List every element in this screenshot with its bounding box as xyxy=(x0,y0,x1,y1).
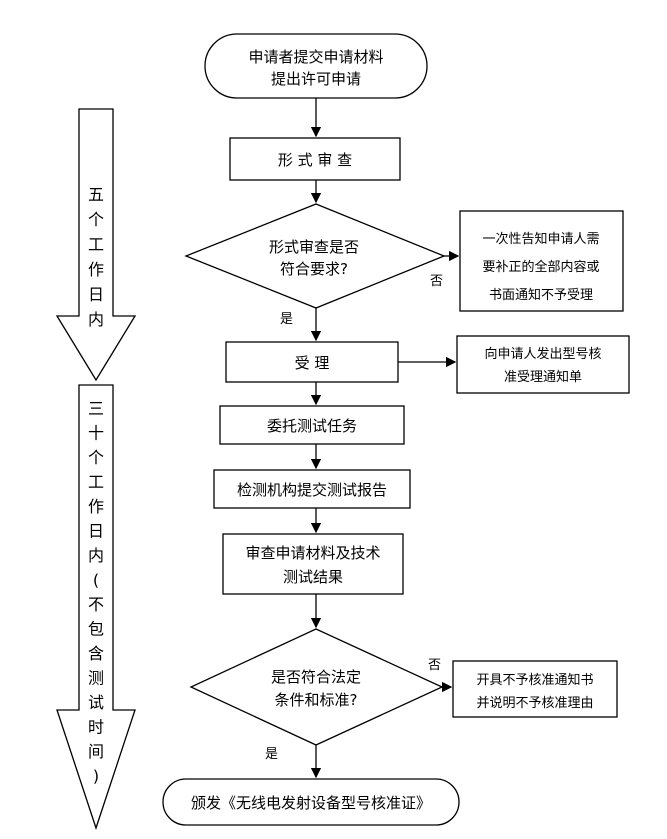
start-line-2: 提出许可申请 xyxy=(271,70,361,88)
timeline-char: 试 xyxy=(88,693,104,712)
accept-label: 受 理 xyxy=(295,354,330,372)
yes-label-1: 是 xyxy=(280,312,293,327)
timeline-phase1-arrow xyxy=(55,108,137,382)
timeline-char: 工 xyxy=(88,473,104,492)
timeline-char: 内 xyxy=(88,310,104,329)
delegate-box xyxy=(219,405,405,445)
timeline-char: 个 xyxy=(88,210,104,229)
decision-2-line-1: 是否符合法定 xyxy=(271,668,361,686)
timeline-char: 不 xyxy=(88,595,104,614)
timeline-char: 测 xyxy=(88,669,104,688)
notice-line-2: 要补正的全部内容或 xyxy=(482,259,599,275)
timeline-char: 三 xyxy=(88,399,104,418)
notice-box xyxy=(459,210,624,312)
decision-1-line-1: 形式审查是否 xyxy=(269,238,359,256)
notice-line-1: 一次性告知申请人需 xyxy=(482,231,599,247)
timeline-char: ) xyxy=(93,767,99,786)
timeline-char: 日 xyxy=(88,522,104,541)
report-box xyxy=(213,469,411,509)
no-label-1: 否 xyxy=(430,274,443,289)
review-line-1: 审查申请材料及技术 xyxy=(245,544,380,562)
accept-notice-box xyxy=(456,335,630,394)
timeline-phase2-arrow xyxy=(56,384,136,831)
timeline-char: 作 xyxy=(88,260,104,279)
reject-line-2: 并说明不予核准理由 xyxy=(476,696,593,711)
review-line-2: 测试结果 xyxy=(283,568,343,586)
notice-line-3: 书面通知不予受理 xyxy=(489,287,593,303)
start-line-1: 申请者提交申请材料 xyxy=(248,48,383,66)
timeline-char: ( xyxy=(93,571,99,590)
timeline-char: 间 xyxy=(88,742,104,761)
timeline-char: 含 xyxy=(88,644,104,663)
timeline-char: 十 xyxy=(88,424,104,443)
formal-review-box xyxy=(229,137,401,181)
timeline-char: 时 xyxy=(88,718,104,737)
decision-2-diamond xyxy=(189,628,444,746)
timeline-char: 内 xyxy=(88,546,104,565)
review-box xyxy=(222,533,404,595)
no-label-2: 否 xyxy=(428,658,441,673)
decision-1-diamond xyxy=(184,203,446,309)
yes-label-2: 是 xyxy=(265,747,278,762)
end-label: 颁发《无线电发射设备型号核准证》 xyxy=(191,794,431,812)
timeline-char: 日 xyxy=(88,285,104,304)
timeline-char: 五 xyxy=(88,185,104,204)
accept-box xyxy=(225,341,399,383)
start-terminal xyxy=(204,33,428,99)
decision-2-line-2: 条件和标准? xyxy=(275,691,358,709)
timeline-char: 个 xyxy=(88,448,104,467)
delegate-label: 委托测试任务 xyxy=(267,417,357,435)
formal-review-label: 形 式 审 查 xyxy=(278,151,352,169)
accept-notice-line-1: 向申请人发出型号核 xyxy=(484,346,601,362)
end-terminal xyxy=(162,778,460,826)
decision-1-line-2: 符合要求? xyxy=(280,260,348,278)
timeline-char: 作 xyxy=(88,497,104,516)
reject-line-1: 开具不予核准通知书 xyxy=(476,672,593,688)
accept-notice-line-2: 准受理通知单 xyxy=(504,369,582,385)
timeline-char: 工 xyxy=(88,235,104,254)
report-label: 检测机构提交测试报告 xyxy=(237,481,387,499)
reject-box xyxy=(452,660,618,718)
timeline-char: 包 xyxy=(88,620,104,639)
